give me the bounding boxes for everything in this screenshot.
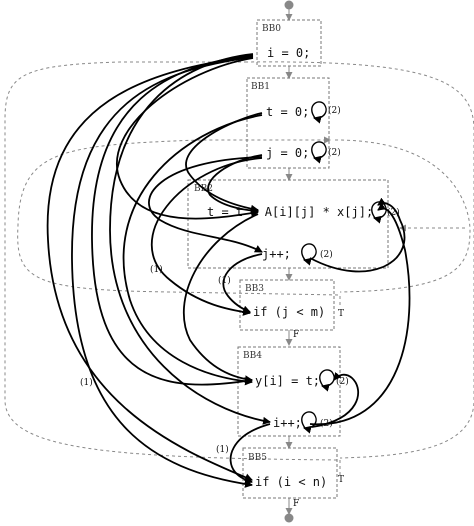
dep-iinc-to-bb5 — [229, 423, 271, 485]
carried-labels: (1) (1) (1) (1) — [80, 264, 231, 455]
dep-iinc-to-y — [311, 372, 360, 428]
edge-bb3-bb2-back — [17, 136, 341, 305]
dep-i0-to-bb5 — [71, 56, 254, 488]
bb2-box — [187, 179, 389, 269]
bb4-box — [237, 346, 341, 437]
bb3-code-0: if (j < m) — [253, 305, 325, 319]
carried-label-1: (1) — [218, 275, 231, 286]
dep-jinc-to-t-update — [309, 197, 406, 273]
dep-t0-to-t-update — [185, 112, 263, 213]
bb3-false-label: F — [293, 330, 299, 340]
bb5-false-label: F — [293, 499, 299, 509]
self-loop-j0 — [311, 141, 327, 164]
self-loop-j0-label: (2) — [328, 147, 341, 158]
dep-jinc-to-bb3 — [222, 253, 263, 314]
carried-label-0: (1) — [150, 264, 163, 275]
bb0-code-0: i = 0; — [267, 46, 310, 60]
dep-j0-to-bb3 — [150, 157, 263, 316]
carried-label-3: (1) — [216, 444, 229, 455]
basic-blocks: BB0 i = 0; BB1 t = 0; j = 0; BB2 t = t +… — [187, 19, 389, 509]
bb0-label: BB0 — [262, 24, 281, 34]
dep-j0-to-jinc — [148, 156, 263, 253]
self-loop-t-update-label: (2) — [387, 207, 400, 218]
bb1-code-1: j = 0; — [266, 146, 309, 160]
exit-node — [284, 513, 294, 523]
dep-i0-to-t-update — [116, 57, 259, 220]
bb4-code-1: i++; — [273, 416, 302, 430]
dep-i0-to-y — [91, 54, 254, 386]
dep-iinc-to-t-update — [309, 202, 411, 425]
bb3-true-label: T — [338, 309, 344, 319]
self-loop-t0-label: (2) — [328, 105, 341, 116]
bb1-code-0: t = 0; — [266, 105, 309, 119]
dep-t0-to-y — [122, 114, 263, 386]
dep-i0-to-bb5-outer — [46, 55, 254, 482]
entry-node — [284, 0, 294, 10]
dep-i0-to-iinc — [109, 53, 271, 425]
bb5-box — [242, 447, 338, 499]
bb2-code-1: j++; — [262, 247, 291, 261]
bb4-code-0: y[i] = t; — [255, 374, 320, 388]
dep-t-update-to-y — [182, 213, 259, 384]
bb1-box — [246, 77, 330, 169]
bb5-label: BB5 — [248, 453, 267, 463]
self-loop-jinc — [301, 243, 317, 266]
bb4-label: BB4 — [243, 351, 262, 361]
edge-inner-loop-right — [334, 139, 471, 293]
edge-bb5-bb1-back — [4, 61, 341, 475]
self-loop-t0 — [311, 101, 327, 124]
self-loop-yi — [319, 369, 335, 392]
bb0-box — [256, 19, 322, 67]
self-loop-yi-label: (2) — [336, 376, 349, 387]
bb3-box — [239, 279, 335, 331]
bb1-label: BB1 — [251, 82, 270, 92]
self-loop-iinc — [301, 411, 317, 434]
self-loop-jinc-label: (2) — [320, 249, 333, 260]
dependence-edges — [46, 53, 411, 488]
carried-label-2: (1) — [80, 377, 93, 388]
bb5-code-0: if (i < n) — [255, 475, 327, 489]
bb5-true-label: T — [338, 475, 344, 485]
bb3-label: BB3 — [245, 284, 264, 294]
